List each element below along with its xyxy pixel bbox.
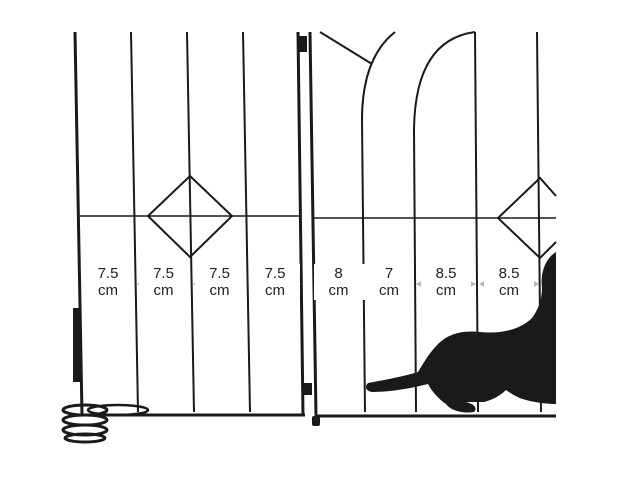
right-gate-panel [308,31,557,418]
measurement-unit: cm [209,282,230,299]
measurement-value: 8.5 [498,265,520,282]
left-gate-panel [73,31,305,417]
center-hinge [299,36,320,426]
cat-silhouette [365,252,556,413]
measurement-unit: cm [153,282,174,299]
measurement-unit: cm [436,282,456,299]
measurement-value: 7.5 [264,265,286,282]
measurement-unit: cm [98,282,118,299]
measurement-value: 7.5 [209,265,230,282]
measurement-unit: cm [499,282,519,299]
measurement-value: 7.5 [153,265,174,282]
measurement-value: 7 [384,265,394,282]
measurement-unit: cm [379,282,399,299]
measurement-unit: cm [265,282,285,299]
measurement-value: 7.5 [97,265,119,282]
left-hinge-and-foot [61,308,150,444]
measurement-value: 8 [334,265,343,282]
measurement-value: 8.5 [435,265,457,282]
measurement-unit: cm [328,282,349,299]
